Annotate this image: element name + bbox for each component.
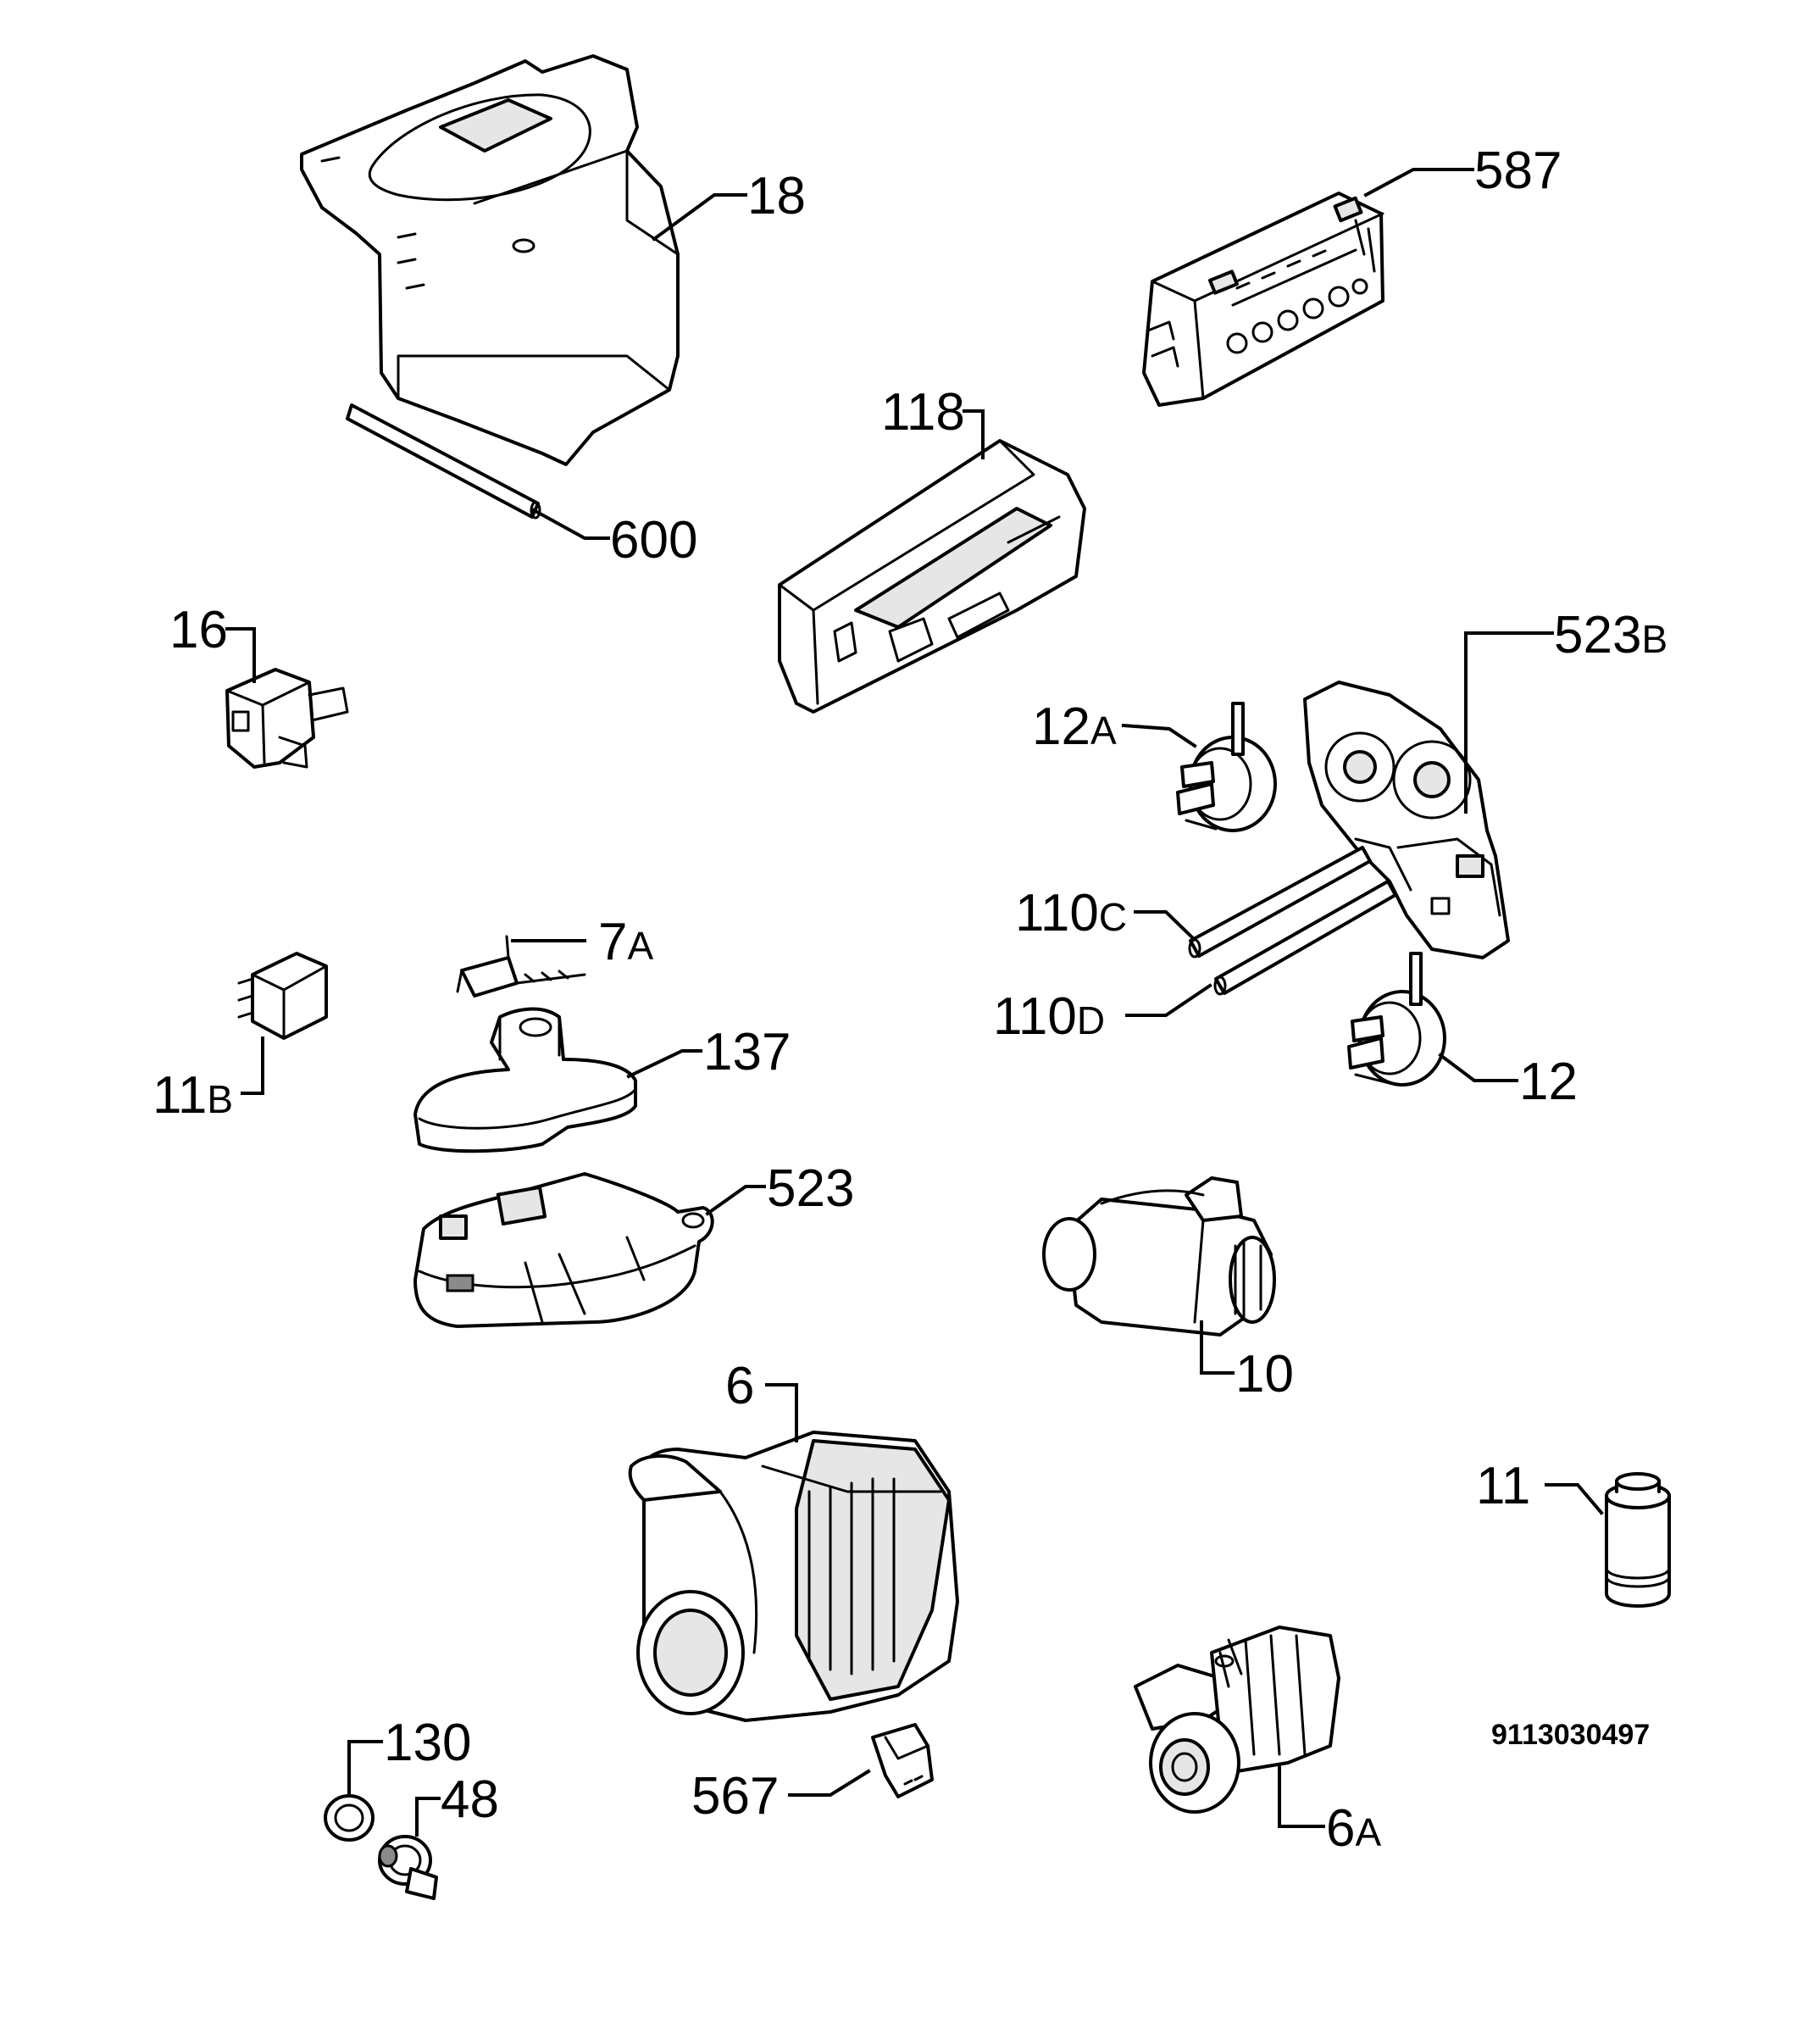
label-587: 587 bbox=[1474, 142, 1562, 200]
label-7a: 7A bbox=[598, 913, 653, 971]
part-600-strip bbox=[346, 403, 541, 520]
part-48-plug bbox=[378, 1835, 438, 1900]
label-523b: 523B bbox=[1554, 606, 1667, 664]
label-130: 130 bbox=[384, 1714, 471, 1772]
leader-6 bbox=[765, 1383, 798, 1442]
label-118: 118 bbox=[881, 383, 965, 442]
leader-11b bbox=[241, 1036, 264, 1095]
leader-118 bbox=[963, 409, 985, 459]
leader-587 bbox=[1363, 168, 1474, 197]
label-18: 18 bbox=[747, 167, 806, 225]
label-110d: 110D bbox=[993, 987, 1105, 1046]
part-6-pump-motor bbox=[628, 1431, 959, 1722]
leader-523 bbox=[705, 1185, 766, 1216]
part-16-switch bbox=[225, 668, 349, 769]
label-6: 6 bbox=[725, 1357, 754, 1415]
part-11b-relay bbox=[237, 952, 328, 1040]
leader-lines bbox=[225, 168, 1604, 1837]
label-137: 137 bbox=[703, 1023, 791, 1081]
leader-10 bbox=[1200, 1320, 1235, 1375]
part-118-panel bbox=[778, 439, 1086, 714]
label-16: 16 bbox=[169, 601, 228, 659]
leader-130 bbox=[347, 1740, 383, 1794]
part-7a-clip bbox=[456, 935, 586, 998]
leader-18 bbox=[652, 193, 747, 242]
label-12a: 12A bbox=[1032, 697, 1117, 756]
diagram-code: 9113030497 bbox=[1491, 1719, 1650, 1751]
leader-16 bbox=[225, 627, 256, 683]
label-11: 11 bbox=[1476, 1457, 1530, 1515]
part-18-duct bbox=[300, 54, 680, 466]
part-110d-hose bbox=[1213, 880, 1397, 996]
leader-110d bbox=[1125, 983, 1212, 1017]
part-523-base bbox=[413, 1172, 714, 1328]
leader-110c bbox=[1134, 910, 1196, 941]
part-12a-pressure-switch bbox=[1176, 702, 1277, 832]
label-11b: 11B bbox=[153, 1066, 233, 1125]
label-10: 10 bbox=[1235, 1345, 1294, 1403]
part-587-control-module bbox=[1142, 192, 1384, 407]
leader-137 bbox=[626, 1049, 702, 1079]
leader-12 bbox=[1438, 1053, 1518, 1082]
part-6a-drain-pump bbox=[1134, 1626, 1340, 1814]
leader-600 bbox=[531, 508, 610, 540]
leader-11 bbox=[1545, 1483, 1604, 1515]
leader-567 bbox=[788, 1769, 871, 1797]
leader-48 bbox=[415, 1797, 441, 1837]
leader-6a bbox=[1278, 1765, 1325, 1828]
label-6a: 6A bbox=[1326, 1799, 1381, 1858]
leader-12a bbox=[1121, 723, 1197, 748]
part-523b-valve-assembly bbox=[1303, 681, 1510, 959]
part-567-clip bbox=[871, 1723, 934, 1798]
label-12: 12 bbox=[1519, 1053, 1578, 1111]
label-600: 600 bbox=[610, 511, 697, 570]
label-523: 523 bbox=[767, 1159, 854, 1218]
label-48: 48 bbox=[441, 1770, 499, 1829]
label-567: 567 bbox=[691, 1767, 779, 1826]
part-130-ring bbox=[324, 1794, 375, 1842]
part-labels: 18 600 587 118 16 523B 12A 110C 110D 12 … bbox=[153, 142, 1667, 1858]
part-110c-hose bbox=[1188, 846, 1372, 959]
part-11-capacitor bbox=[1605, 1472, 1671, 1608]
part-137-float-cover bbox=[413, 1007, 637, 1153]
part-10-heater bbox=[1042, 1176, 1276, 1337]
leader-523b bbox=[1464, 631, 1554, 814]
label-110c: 110C bbox=[1015, 884, 1127, 942]
part-12-pressure-switch bbox=[1347, 952, 1446, 1086]
